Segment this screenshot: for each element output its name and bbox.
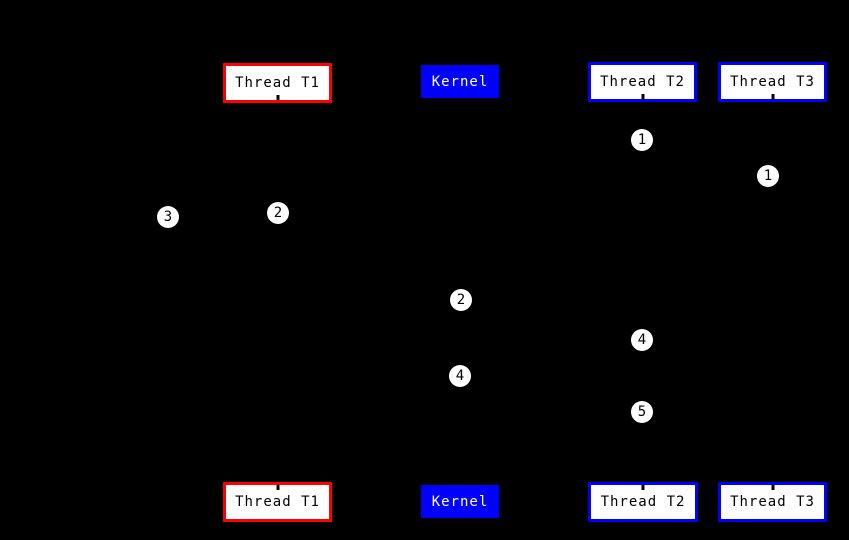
actor-box-thread-t2-top: Thread T2 — [588, 62, 697, 102]
step-marker: 1 — [631, 129, 653, 151]
actor-box-thread-t3-top: Thread T3 — [718, 62, 827, 102]
step-marker: 2 — [267, 202, 289, 224]
lifeline-stub — [276, 485, 279, 490]
actor-box-thread-t2-bottom: Thread T2 — [588, 482, 698, 522]
step-marker: 4 — [631, 329, 653, 351]
actor-label: Thread T2 — [600, 74, 685, 90]
actor-box-thread-t1-top: Thread T1 — [223, 63, 332, 103]
actor-label: Thread T1 — [235, 75, 320, 91]
step-marker: 3 — [157, 206, 179, 228]
step-marker: 1 — [757, 165, 779, 187]
step-marker: 4 — [449, 365, 471, 387]
actor-box-kernel-bottom: Kernel — [421, 485, 499, 518]
actor-box-thread-t3-bottom: Thread T3 — [718, 482, 827, 522]
lifeline-stub — [771, 485, 774, 490]
actor-label: Thread T2 — [600, 494, 686, 510]
step-marker: 5 — [631, 401, 653, 423]
lifeline-stub — [641, 485, 645, 490]
actor-label: Kernel — [431, 73, 489, 90]
step-marker: 2 — [450, 289, 472, 311]
lifeline-stub — [771, 94, 774, 99]
actor-box-kernel-top: Kernel — [421, 65, 499, 98]
actor-label: Thread T1 — [235, 494, 320, 510]
lifeline-stub — [641, 94, 644, 99]
lifeline-stub — [276, 95, 279, 100]
actor-label: Thread T3 — [730, 74, 815, 90]
actor-box-thread-t1-bottom: Thread T1 — [223, 482, 332, 522]
actor-label: Kernel — [431, 493, 489, 510]
actor-label: Thread T3 — [730, 494, 815, 510]
